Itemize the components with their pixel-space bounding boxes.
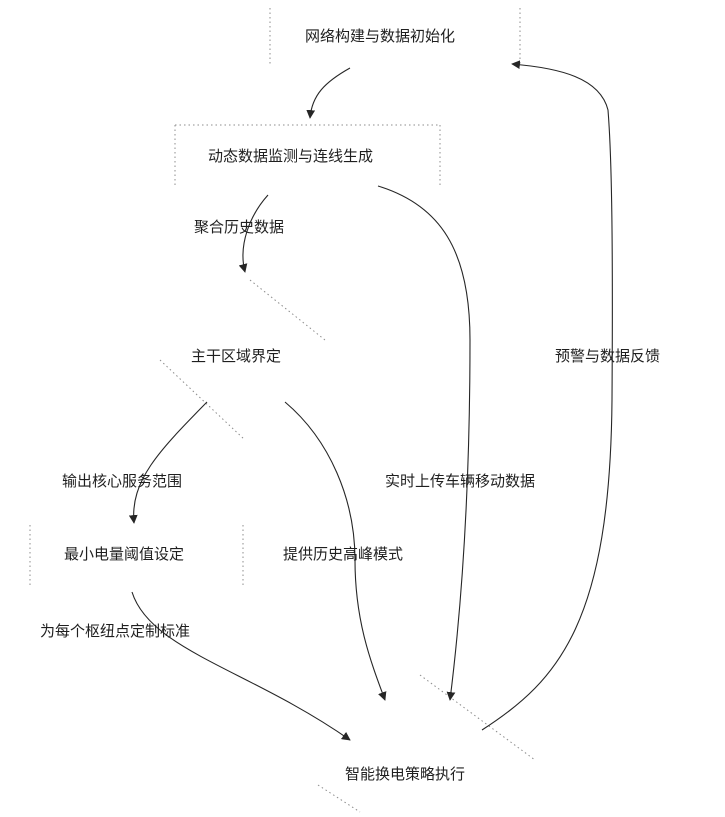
edge-label-per-hub: 为每个枢纽点定制标准 — [40, 622, 190, 640]
edge-threshold-to-execute — [132, 592, 350, 740]
edge-init-to-monitor — [310, 68, 350, 118]
edge-label-peak-pattern: 提供历史高峰模式 — [283, 545, 403, 563]
node-trunk: 主干区域界定 — [191, 347, 281, 365]
node-threshold: 最小电量阈值设定 — [64, 545, 184, 563]
edge-label-realtime-upload: 实时上传车辆移动数据 — [385, 472, 535, 490]
edge-label-aggregate: 聚合历史数据 — [194, 218, 284, 236]
node-init: 网络构建与数据初始化 — [305, 27, 455, 45]
edge-label-output-scope: 输出核心服务范围 — [62, 472, 182, 490]
edge-monitor-to-execute — [378, 186, 470, 700]
edge-label-feedback: 预警与数据反馈 — [555, 347, 660, 365]
node-execute: 智能换电策略执行 — [345, 765, 465, 783]
node-monitor: 动态数据监测与连线生成 — [208, 147, 373, 165]
edge-execute-to-init — [482, 64, 612, 730]
edge-trunk-to-threshold — [134, 402, 207, 523]
node-frame-execute — [318, 675, 535, 812]
